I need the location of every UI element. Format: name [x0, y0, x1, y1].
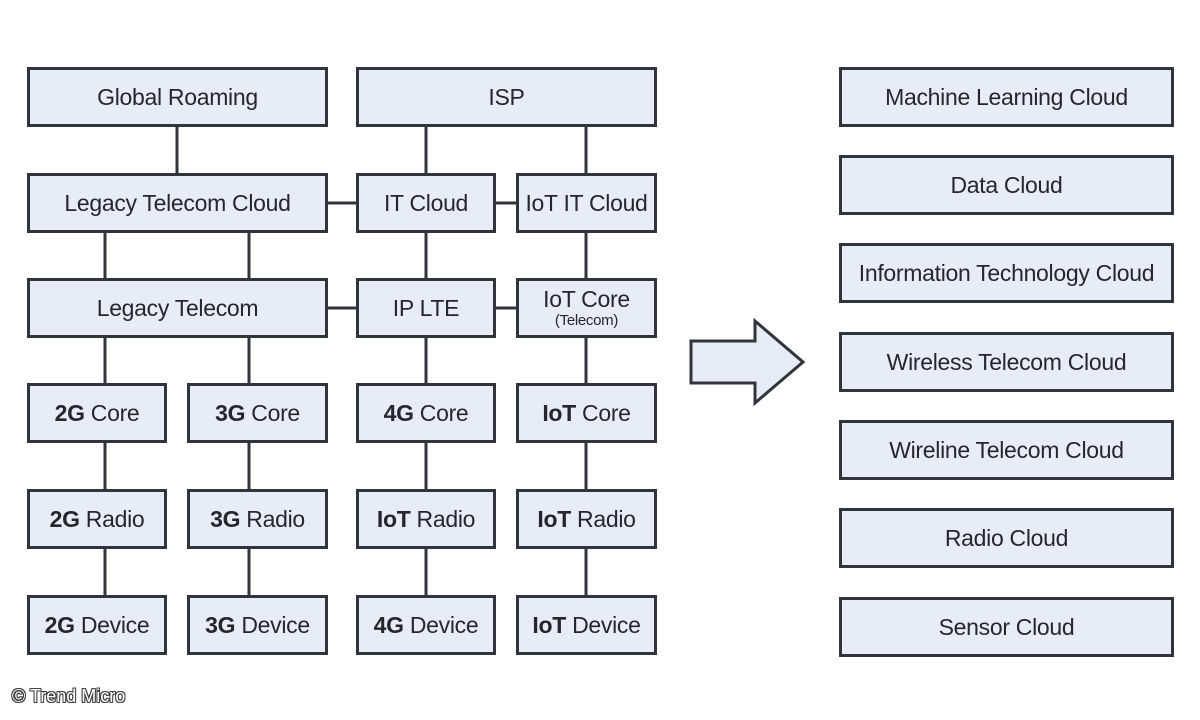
core-box-iot: IoT Core: [516, 383, 657, 443]
wireless-telecom-cloud-label: Wireless Telecom Cloud: [886, 348, 1127, 375]
legacy-telecom-box: Legacy Telecom: [27, 278, 328, 338]
core-4g-label: Core: [413, 399, 469, 426]
radio-iot-a-label: Radio: [410, 505, 476, 532]
device-4g-label-bold: 4G: [373, 611, 404, 638]
radio-cloud-label: Radio Cloud: [944, 524, 1069, 551]
radio-3g-label-bold: 3G: [210, 505, 241, 532]
radio-iot-a-label-bold: IoT: [376, 505, 411, 532]
device-3g-label: Device: [235, 611, 310, 638]
global-roaming-label: Global Roaming: [97, 83, 258, 110]
core-2g-label: Core: [84, 399, 140, 426]
wireline-telecom-cloud-box: Wireline Telecom Cloud: [839, 420, 1174, 480]
iot-core-telecom-label: IoT Core: [543, 286, 630, 313]
radio-iot-b-label-bold: IoT: [537, 505, 571, 532]
global-roaming-box: Global Roaming: [27, 67, 328, 127]
device-box-2g: 2G Device: [27, 595, 167, 655]
core-3g-label-bold: 3G: [215, 399, 246, 426]
core-3g-label: Core: [245, 399, 300, 426]
iot-core-telecom-box: IoT Core (Telecom): [516, 278, 657, 338]
machine-learning-cloud-label: Machine Learning Cloud: [885, 83, 1128, 110]
ip-lte-label: IP LTE: [392, 294, 460, 321]
sensor-cloud-label: Sensor Cloud: [938, 613, 1075, 640]
right-arrow-icon: [689, 317, 806, 407]
radio-2g-label-bold: 2G: [49, 505, 80, 532]
wireline-telecom-cloud-label: Wireline Telecom Cloud: [889, 436, 1124, 463]
information-technology-cloud-box: Information Technology Cloud: [839, 243, 1174, 303]
core-2g-label-bold: 2G: [54, 399, 85, 426]
ip-lte-box: IP LTE: [356, 278, 496, 338]
radio-3g-label: Radio: [240, 505, 305, 532]
core-iot-label: Core: [575, 399, 631, 426]
device-iot-label: Device: [566, 611, 641, 638]
radio-box-iot-b: IoT Radio: [516, 489, 657, 549]
machine-learning-cloud-box: Machine Learning Cloud: [839, 67, 1174, 127]
data-cloud-label: Data Cloud: [950, 171, 1063, 198]
legacy-telecom-cloud-box: Legacy Telecom Cloud: [27, 173, 328, 233]
iot-core-telecom-sublabel: (Telecom): [554, 312, 619, 330]
core-iot-label-bold: IoT: [542, 399, 576, 426]
core-box-4g: 4G Core: [356, 383, 496, 443]
core-box-3g: 3G Core: [187, 383, 328, 443]
device-3g-label-bold: 3G: [205, 611, 236, 638]
radio-box-2g: 2G Radio: [27, 489, 167, 549]
it-cloud-box: IT Cloud: [356, 173, 496, 233]
device-box-3g: 3G Device: [187, 595, 328, 655]
copyright-credit: © Trend Micro: [12, 686, 126, 706]
device-4g-label: Device: [403, 611, 479, 638]
core-box-2g: 2G Core: [27, 383, 167, 443]
data-cloud-box: Data Cloud: [839, 155, 1174, 215]
core-4g-label-bold: 4G: [383, 399, 414, 426]
legacy-telecom-label: Legacy Telecom: [96, 294, 259, 321]
device-2g-label-bold: 2G: [44, 611, 75, 638]
iot-it-cloud-label: IoT IT Cloud: [525, 189, 648, 216]
device-box-iot: IoT Device: [516, 595, 657, 655]
device-2g-label: Device: [74, 611, 150, 638]
sensor-cloud-box: Sensor Cloud: [839, 597, 1174, 657]
radio-2g-label: Radio: [79, 505, 145, 532]
isp-box: ISP: [356, 67, 657, 127]
iot-it-cloud-box: IoT IT Cloud: [516, 173, 657, 233]
radio-box-iot-a: IoT Radio: [356, 489, 496, 549]
legacy-telecom-cloud-label: Legacy Telecom Cloud: [64, 189, 291, 216]
radio-iot-b-label: Radio: [570, 505, 636, 532]
radio-cloud-box: Radio Cloud: [839, 508, 1174, 568]
device-iot-label-bold: IoT: [532, 611, 566, 638]
it-cloud-label: IT Cloud: [383, 189, 469, 216]
isp-label: ISP: [488, 83, 525, 110]
information-technology-cloud-label: Information Technology Cloud: [858, 259, 1155, 286]
device-box-4g: 4G Device: [356, 595, 496, 655]
radio-box-3g: 3G Radio: [187, 489, 328, 549]
wireless-telecom-cloud-box: Wireless Telecom Cloud: [839, 332, 1174, 392]
